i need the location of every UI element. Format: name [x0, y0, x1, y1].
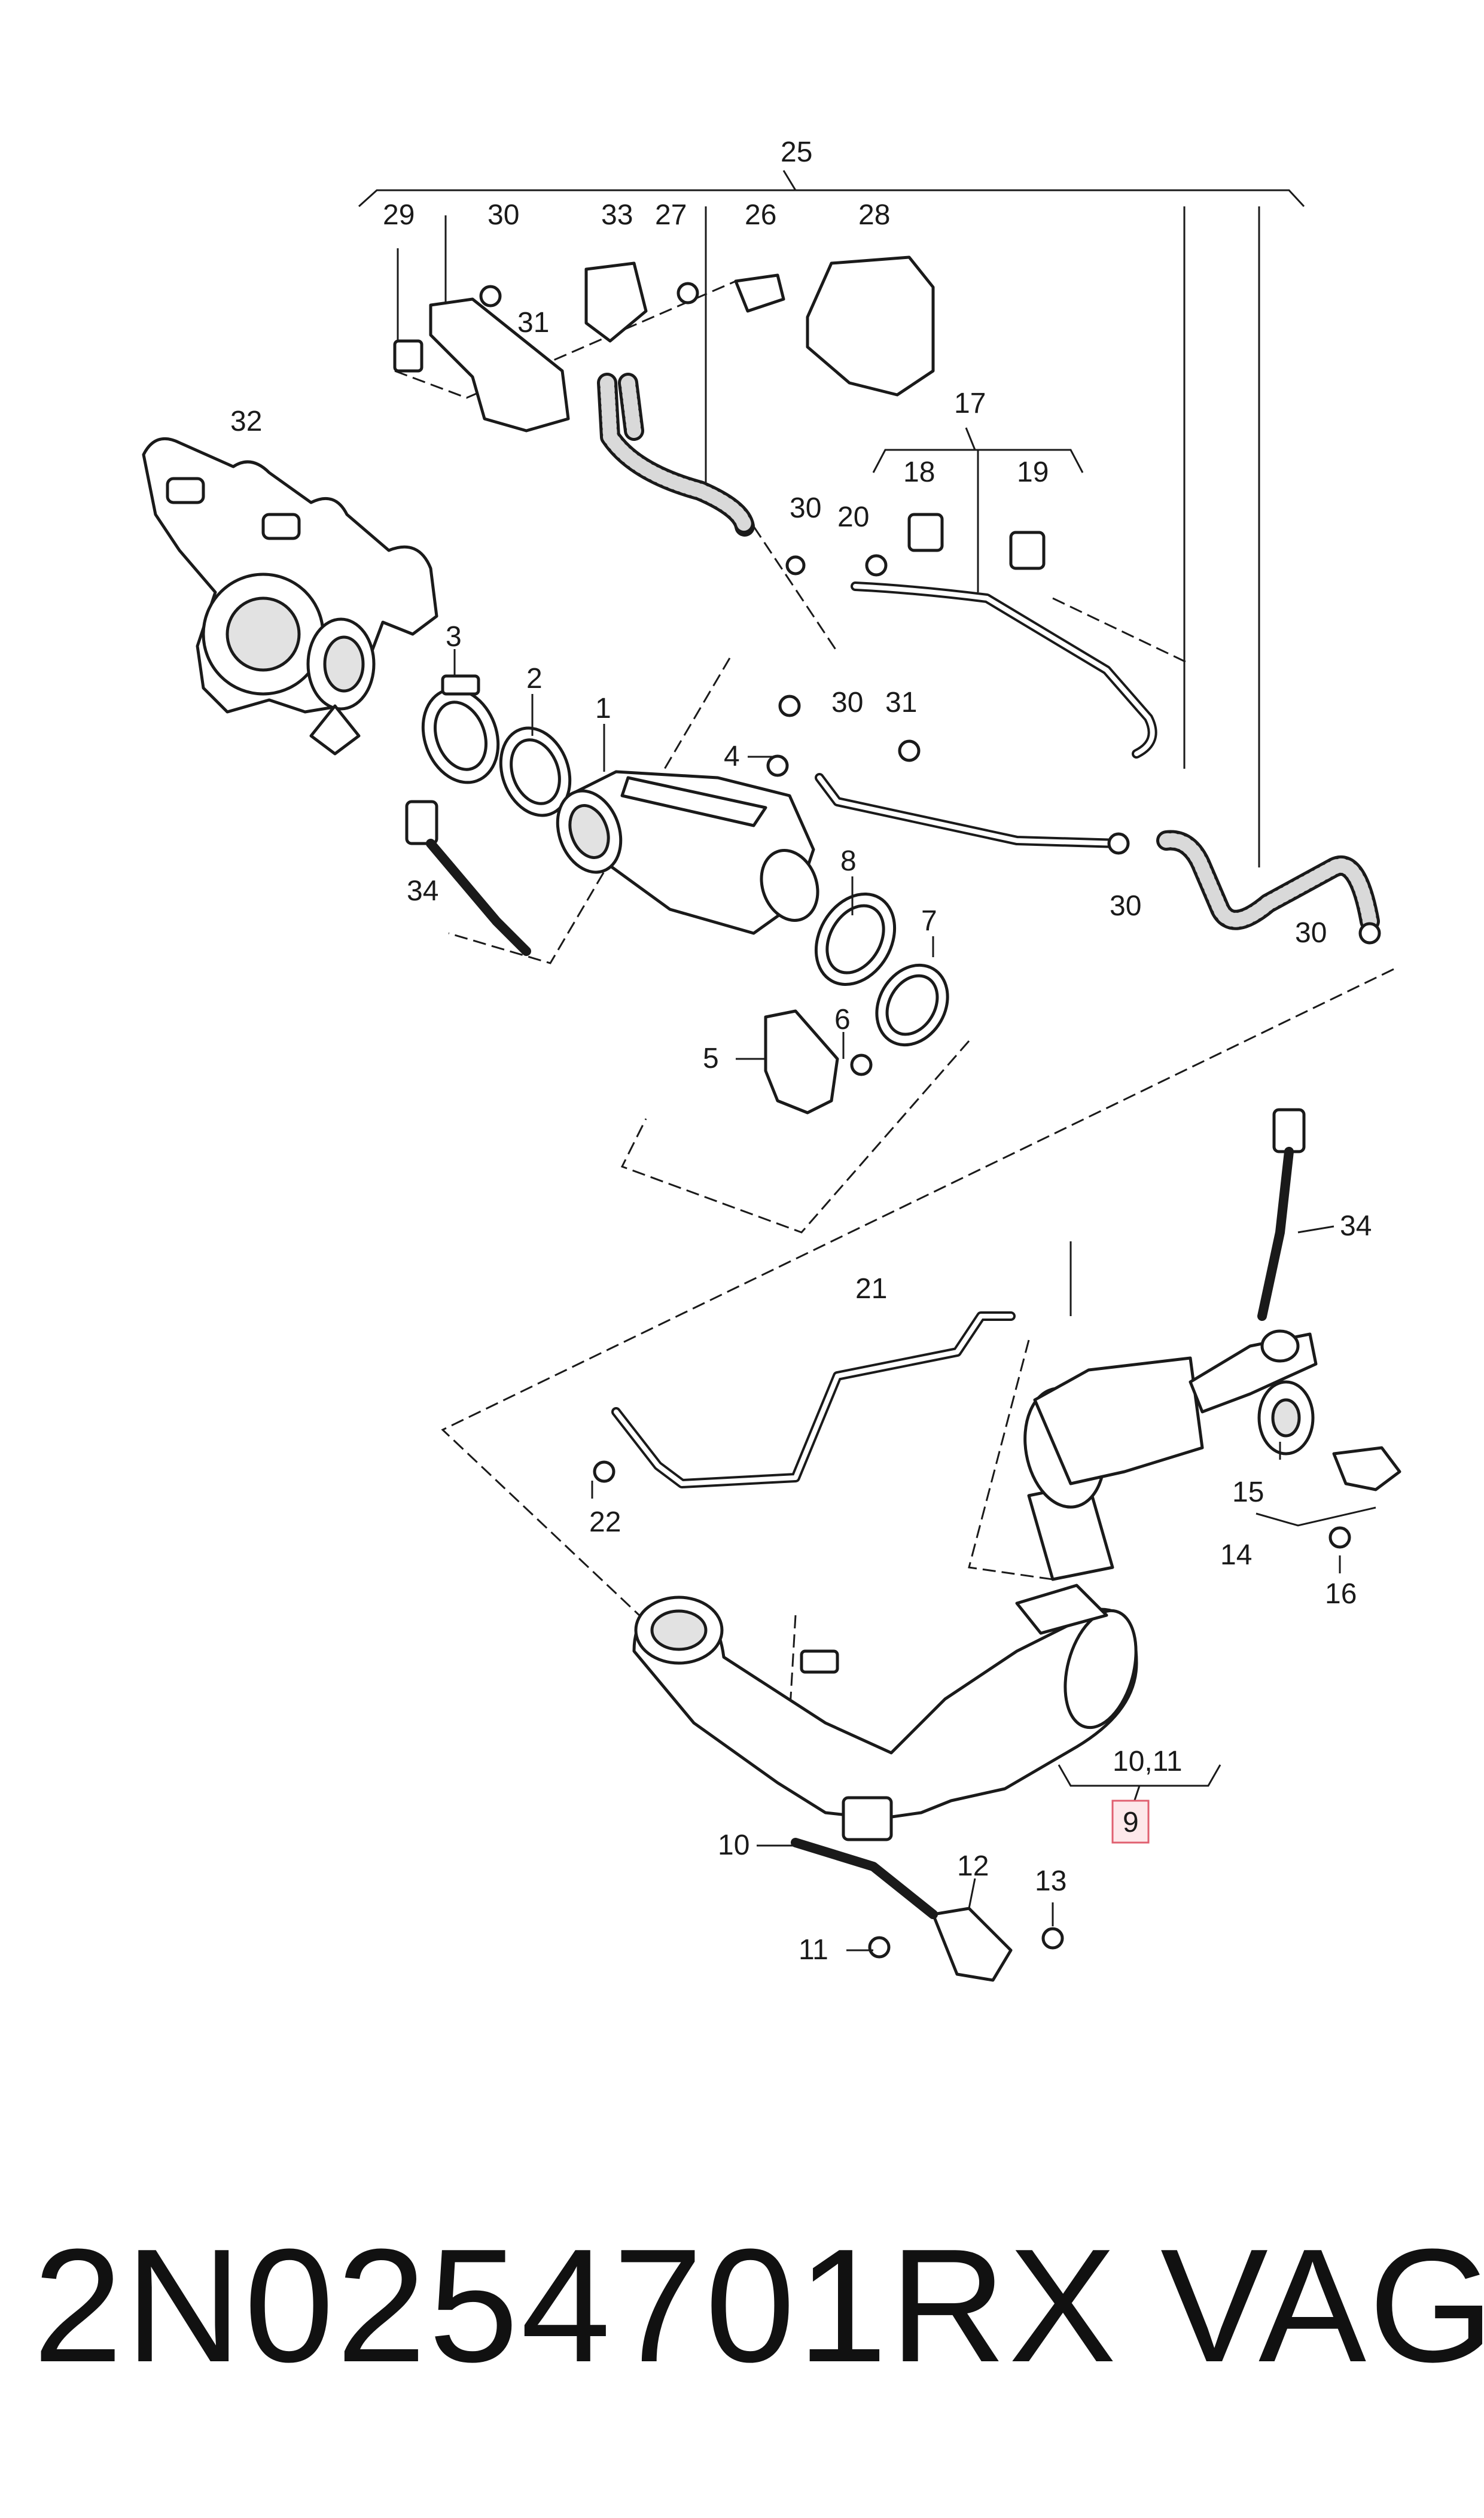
callout-31b: 31: [885, 687, 917, 718]
callout-31: 31: [517, 307, 549, 339]
turbo-clamp-and-gasket: [421, 674, 572, 817]
callout-33: 33: [601, 199, 633, 231]
callout-30e: 30: [1295, 917, 1327, 949]
highlighted-callout-box: [1111, 1800, 1150, 1844]
lower-clamp-and-gasket: [814, 893, 949, 1047]
fasteners: [479, 282, 1381, 1959]
clamp-and-sensor-lower: [791, 1838, 1013, 1982]
pressure-pipes: [611, 581, 1157, 1488]
turbocharger-manifold: [142, 437, 438, 756]
callout-25: 25: [781, 136, 812, 168]
callout-3: 3: [446, 621, 462, 653]
front-exhaust-pipe-with-catalyst: [632, 1329, 1318, 1841]
callout-15: 15: [1232, 1476, 1264, 1508]
callout-5: 5: [703, 1043, 719, 1074]
callout-29: 29: [383, 199, 415, 231]
leader-lines: [397, 248, 1341, 1951]
callout-26: 26: [745, 199, 776, 231]
callout-22: 22: [589, 1506, 621, 1538]
callout-7: 7: [921, 905, 937, 937]
callout-32: 32: [230, 406, 262, 437]
callout-34: 34: [407, 875, 438, 907]
brand-label: VAG: [1160, 2216, 1484, 2396]
callout-27: 27: [655, 199, 687, 231]
heat-shield-and-brackets: [393, 255, 1046, 570]
callout-9: 9: [1123, 1807, 1139, 1838]
callout-8: 8: [840, 845, 857, 877]
support-bracket: [764, 1009, 839, 1115]
callout-10: 10: [718, 1829, 749, 1861]
callout-30d: 30: [1110, 890, 1141, 922]
callout-19: 19: [1017, 456, 1049, 488]
callout-28: 28: [858, 199, 890, 231]
callout-16: 16: [1325, 1578, 1357, 1610]
callout-2: 2: [526, 663, 543, 695]
vacuum-hoses: [597, 373, 1380, 931]
callout-18: 18: [903, 456, 935, 488]
callout-14: 14: [1220, 1539, 1252, 1571]
part-number-label: 2N0254701RX: [33, 2216, 1119, 2396]
callout-10-11: 10,11: [1113, 1746, 1183, 1777]
callout-11: 11: [799, 1934, 828, 1966]
callout-6: 6: [834, 1004, 851, 1036]
callout-30c: 30: [831, 687, 863, 718]
callout-30: 30: [487, 199, 519, 231]
callout-12: 12: [957, 1850, 989, 1882]
temperature-sensors: [405, 800, 1306, 1321]
callout-13: 13: [1035, 1865, 1066, 1897]
rubber-hanger-and-mount: [1257, 1380, 1401, 1491]
callout-numbers: 25 29 30 33 27 26 28 31 32 17 18 19 30 2…: [230, 136, 1372, 1966]
callout-1: 1: [595, 693, 611, 724]
callout-30b: 30: [790, 492, 821, 524]
upper-catalytic-converter: [556, 770, 819, 935]
bracket-lines: [358, 170, 1376, 1804]
callout-34b: 34: [1340, 1210, 1372, 1242]
callout-21: 21: [855, 1273, 887, 1305]
callout-4: 4: [724, 741, 740, 772]
callout-20: 20: [837, 501, 869, 533]
callout-17: 17: [954, 388, 986, 419]
